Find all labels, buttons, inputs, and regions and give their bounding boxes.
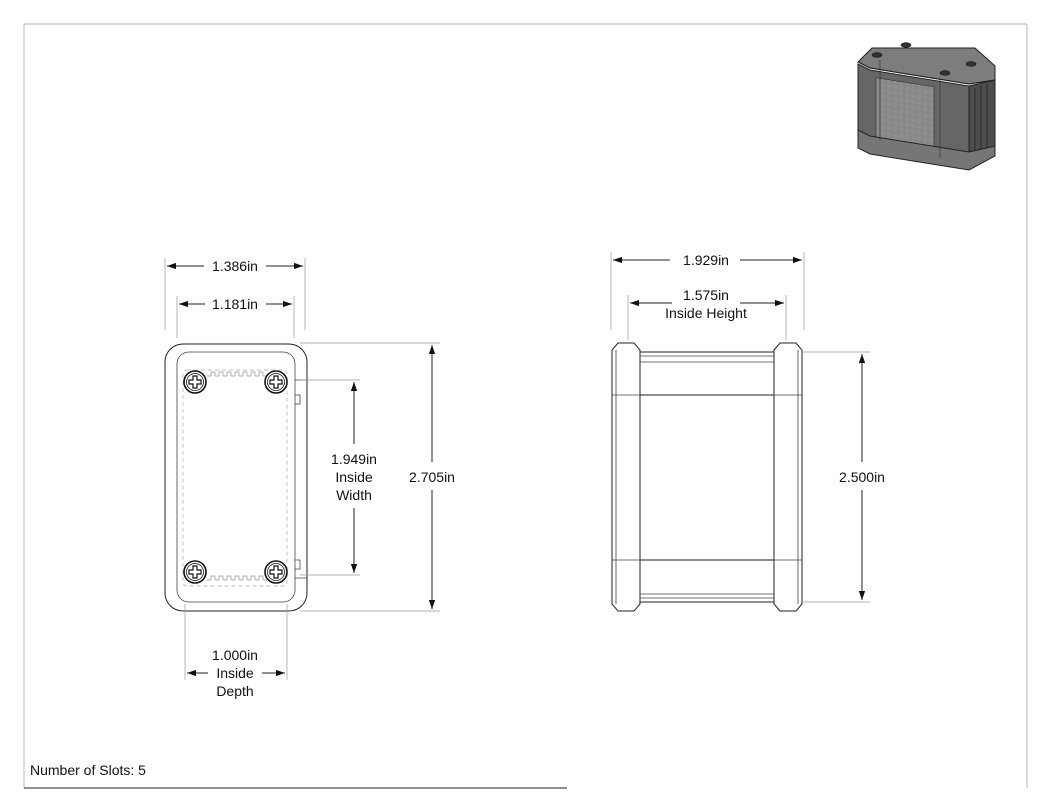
dim-inside-depth-line1: Inside <box>216 665 254 681</box>
dim-inside-depth-value: 1.000in <box>212 647 258 663</box>
dim-outer-height: 2.705in <box>300 342 455 612</box>
screw-icon <box>264 560 288 584</box>
side-view <box>611 342 803 612</box>
dim-inside-depth: 1.000in Inside Depth <box>184 604 288 699</box>
dim-inside-width-line1: Inside <box>335 469 373 485</box>
screw-icon <box>183 370 207 394</box>
slots-note: Number of Slots: 5 <box>30 762 146 778</box>
slot-comb-top <box>207 371 267 377</box>
dim-outer-width-text: 1.386in <box>212 258 258 274</box>
screw-icon <box>183 560 207 584</box>
dim-inner-width-text: 1.181in <box>212 296 258 312</box>
dim-side-width: 1.929in <box>610 252 805 330</box>
dim-side-height-text: 2.500in <box>839 469 885 485</box>
sheet-border <box>23 23 1028 789</box>
dim-inside-height: 1.575in Inside Height <box>627 287 787 340</box>
dim-inside-width-line2: Width <box>336 487 372 503</box>
dim-inner-width: 1.181in <box>176 296 295 338</box>
dim-inside-height-label: Inside Height <box>665 305 747 321</box>
dim-inside-width: 1.949in Inside Width <box>300 379 377 576</box>
dim-inside-depth-line2: Depth <box>216 683 253 699</box>
screw-icon <box>264 370 288 394</box>
dim-side-width-text: 1.929in <box>683 252 729 268</box>
dim-inside-height-value: 1.575in <box>683 287 729 303</box>
slot-comb-bottom <box>207 575 267 581</box>
dim-side-height: 2.500in <box>802 351 885 603</box>
dim-outer-height-text: 2.705in <box>409 469 455 485</box>
front-view <box>164 343 308 612</box>
dim-inside-width-value: 1.949in <box>331 451 377 467</box>
dim-outer-width: 1.386in <box>164 258 306 330</box>
isometric-view <box>857 42 996 171</box>
